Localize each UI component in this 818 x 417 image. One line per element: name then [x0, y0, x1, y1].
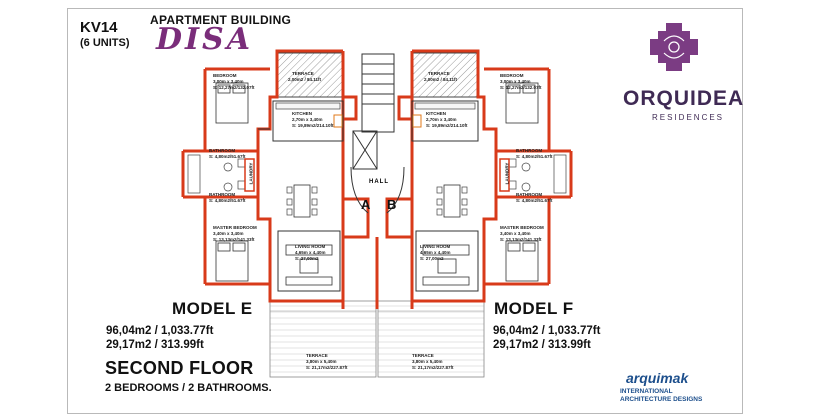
building-code: KV14 — [80, 19, 118, 36]
building-label: APARTMENT BUILDING — [150, 13, 292, 27]
right-living-area: S: 27,00m2 — [420, 256, 444, 261]
left-bedroom-label: BEDROOM — [213, 73, 237, 78]
right-bedroom-dim: 3,00m x 3,40m — [500, 79, 531, 84]
left-kitchen-area: S: 19,89m2/214.10ft — [292, 123, 334, 128]
left-living-label: LIVING ROOM — [295, 244, 326, 249]
left-bathroom1-label: BATHROOM — [209, 148, 236, 153]
right-terrace-top-dim: 2,00m2 / 84.11ft — [424, 77, 458, 82]
terrace-top-left — [276, 52, 344, 98]
terrace-top-right — [411, 52, 479, 98]
model-f-area-1: 96,04m2 / 1,033.77ft — [493, 325, 601, 337]
left-bedroom-area: S: 12,27m2/132.07ft — [213, 85, 255, 90]
right-bathroom2-dim: S: 4,80m2/51.67ft — [516, 198, 553, 203]
right-master-dim: 3,40m x 3,40m — [500, 231, 531, 236]
left-living-dim: 4,65m x 4,40m — [295, 250, 326, 255]
model-e-title: MODEL E — [172, 299, 253, 318]
right-kitchen-label: KITCHEN — [426, 111, 446, 116]
right-terrace-top-label: TERRACE — [428, 71, 450, 76]
left-master-label: MASTER BEDROOM — [213, 225, 257, 230]
building-name: DISA — [156, 22, 253, 57]
right-master-area: S: 13,13m2/141.33ft — [500, 237, 542, 242]
left-bathroom2-dim: S: 4,80m2/51.67ft — [209, 198, 246, 203]
right-kitchen-dim: 2,70m x 3,40m — [426, 117, 457, 122]
right-living-dim: 4,65m x 4,40m — [420, 250, 451, 255]
right-bathroom1-dim: S: 4,80m2/51.67ft — [516, 154, 553, 159]
unit-b-label: B — [387, 197, 397, 212]
left-terrace-top-label: TERRACE — [292, 71, 314, 76]
unit-a-label: A — [361, 197, 371, 212]
hall-label: HALL — [369, 179, 389, 185]
architect-line-1: INTERNATIONAL — [620, 388, 673, 395]
model-e-area-2: 29,17m2 / 313.99ft — [106, 339, 204, 351]
model-f-title: MODEL F — [494, 299, 574, 318]
architect-logo: arquimak — [626, 370, 689, 386]
floor-plan — [181, 23, 698, 378]
left-kitchen-label: KITCHEN — [292, 111, 312, 116]
right-terrace-bottom-area: S: 21,17m2/227.87ft — [412, 365, 454, 370]
left-terrace-top-dim: 2,00m2 / 84.11ft — [288, 77, 322, 82]
left-kitchen-dim: 2,70m x 3,40m — [292, 117, 323, 122]
terrace-bottom-right — [377, 300, 485, 378]
left-master-area: S: 13,13m2/141.33ft — [213, 237, 255, 242]
right-bathroom2-label: BATHROOM — [516, 192, 543, 197]
unit-count: (6 UNITS) — [80, 37, 130, 49]
left-terrace-bottom-label: TERRACE — [306, 353, 328, 358]
left-master-dim: 3,40m x 3,40m — [213, 231, 244, 236]
left-laundry-label: LAUNDRY — [248, 162, 254, 185]
model-f-area-2: 29,17m2 / 313.99ft — [493, 339, 591, 351]
right-master-label: MASTER BEDROOM — [500, 225, 544, 230]
left-living-area: S: 27,00m2 — [295, 256, 319, 261]
left-bathroom1-dim: S: 4,80m2/51.67ft — [209, 154, 246, 159]
bedroom-count: 2 BEDROOMS / 2 BATHROOMS. — [105, 382, 272, 394]
right-terrace-bottom-label: TERRACE — [412, 353, 434, 358]
left-bedroom-dim: 3,00m x 3,40m — [213, 79, 244, 84]
left-terrace-bottom-dim: 3,80m x 5,40m — [306, 359, 337, 364]
brand-name: ORQUIDEA — [623, 87, 745, 110]
model-e-area-1: 96,04m2 / 1,033.77ft — [106, 325, 214, 337]
left-terrace-bottom-area: S: 21,17m2/227.87ft — [306, 365, 348, 370]
architect-line-2: ARCHITECTURE DESIGNS — [620, 396, 703, 403]
right-kitchen-area: S: 19,89m2/214.10ft — [426, 123, 468, 128]
drawing-sheet: KV14 (6 UNITS) APARTMENT BUILDING DISA O… — [67, 8, 743, 414]
right-bedroom-area: S: 12,27m2/132.07ft — [500, 85, 542, 90]
left-bathroom2-label: BATHROOM — [209, 192, 236, 197]
right-bedroom-label: BEDROOM — [500, 73, 524, 78]
orquidea-logo-icon — [650, 23, 698, 71]
right-living-label: LIVING ROOM — [420, 244, 451, 249]
floor-title: SECOND FLOOR — [105, 358, 254, 378]
right-terrace-bottom-dim: 3,80m x 5,40m — [412, 359, 443, 364]
brand-subtitle: RESIDENCES — [652, 113, 725, 122]
right-laundry-label: LAUNDRY — [504, 162, 510, 185]
right-bathroom1-label: BATHROOM — [516, 148, 543, 153]
